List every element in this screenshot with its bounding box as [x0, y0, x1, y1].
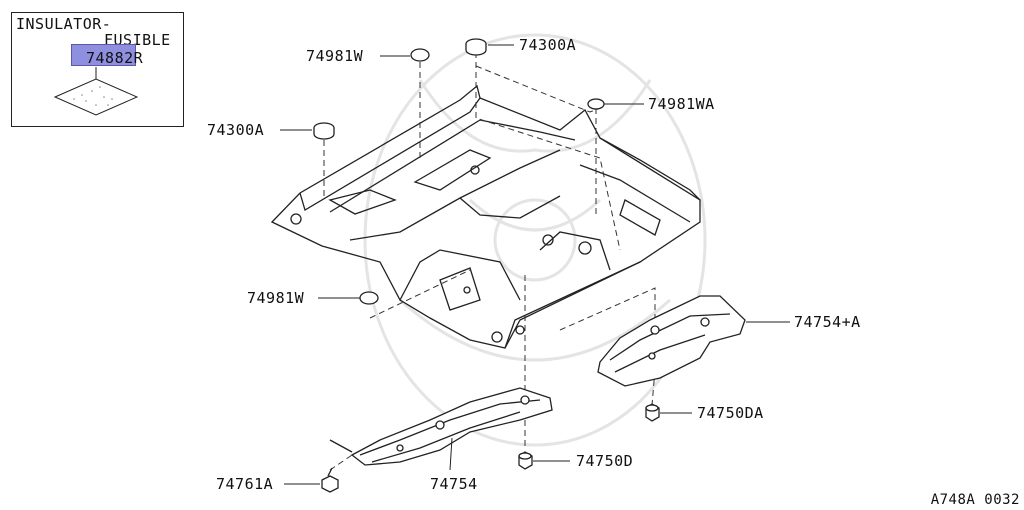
nut-74750da [645, 403, 660, 422]
inset-part-number: 74882R [86, 49, 144, 67]
plug-74300a-top [465, 38, 487, 56]
label-74754: 74754 [430, 475, 478, 493]
reference-lines [323, 52, 656, 471]
plug-74981w-top [410, 48, 430, 62]
nut-74750d [518, 451, 533, 470]
label-74981wa: 74981WA [648, 95, 715, 113]
fasteners [321, 403, 660, 493]
label-74761a: 74761A [216, 475, 274, 493]
inset-title-line2: FUSIBLE [104, 31, 171, 49]
inset-title-line1: INSULATOR- [16, 15, 112, 33]
floor-panel [270, 84, 701, 349]
diagram-reference-code: A748A 0032 [930, 492, 1020, 508]
plug-grommets [313, 38, 605, 305]
label-74300a-top: 74300A [519, 36, 577, 54]
clip-74761a [321, 467, 339, 493]
label-74981w-top: 74981W [306, 47, 364, 65]
leader-lines [280, 44, 790, 485]
plug-74300a-left [313, 122, 335, 140]
plug-74981wa [587, 98, 605, 110]
label-74981w-left: 74981W [247, 289, 305, 307]
insulator-sheet [53, 67, 139, 116]
label-74754a: 74754+A [794, 313, 861, 331]
watermark-emblem [363, 33, 707, 447]
inset-box: INSULATOR- FUSIBLE 74882R [11, 12, 184, 127]
label-74750d: 74750D [576, 452, 634, 470]
plug-74981w-left [359, 291, 379, 305]
label-74300a-left: 74300A [207, 121, 265, 139]
label-74750da: 74750DA [697, 404, 764, 422]
part-highlight [71, 44, 136, 66]
heat-insulator-right [597, 295, 746, 387]
heat-insulator-lower [329, 387, 553, 466]
